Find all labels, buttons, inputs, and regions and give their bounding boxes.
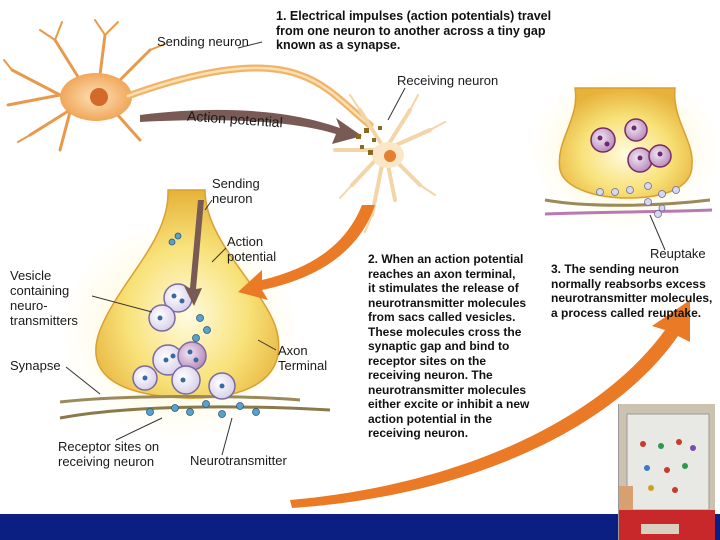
sending-neuron-illustration: [3, 19, 374, 152]
axon-terminal-illustration: [59, 189, 331, 440]
leader-lines: [65, 41, 666, 456]
action-potential-arrow: [140, 109, 362, 144]
vesicle-label: Vesicle containing neuro- transmitters: [10, 268, 78, 328]
neurotransmitter-label: Neurotransmitter: [190, 453, 287, 468]
reuptake-terminal-illustration: [530, 70, 720, 230]
step-3-text: 3. The sending neuron normally reabsorbs…: [551, 262, 713, 320]
receptor-sites-label: Receptor sites on receiving neuron: [58, 439, 160, 469]
reuptake-label: Reuptake: [650, 246, 706, 261]
inset-photo: [618, 404, 715, 540]
receiving-neuron-illustration: [333, 94, 446, 233]
receiving-neuron-label: Receiving neuron: [397, 73, 499, 88]
orange-arrow-1: [238, 205, 375, 300]
bottom-bar: [0, 514, 720, 540]
sending-neuron-label: Sending neuron: [157, 34, 249, 49]
step-1-text: 1. Electrical impulses (action potential…: [276, 9, 552, 52]
orange-arrow-2: [290, 300, 690, 508]
action-potential-mid-label: Action potential: [227, 234, 277, 264]
axon-terminal-label: Axon Terminal: [278, 343, 328, 373]
sending-neuron-mid-label: Sending neuron: [212, 176, 260, 206]
synapse-label: Synapse: [10, 358, 61, 373]
step-2-text: 2. When an action potential reaches an a…: [368, 252, 530, 440]
